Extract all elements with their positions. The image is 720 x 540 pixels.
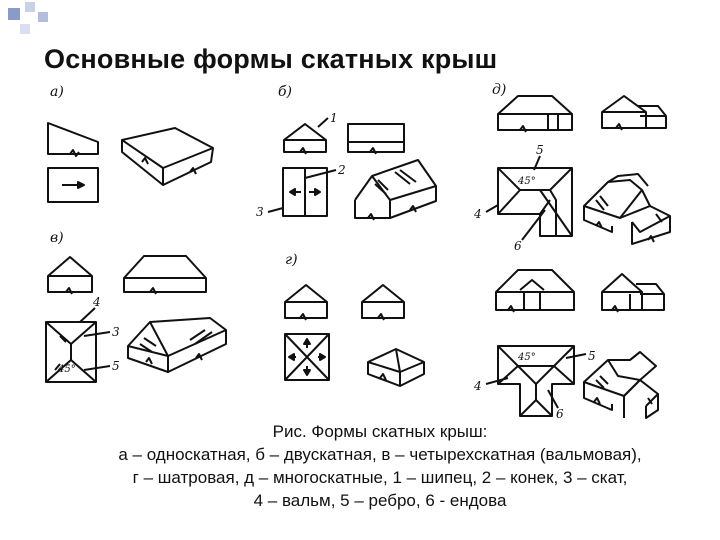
callout-2: 2 [337,163,346,177]
deco-square [8,8,20,20]
group-label-d: д) [492,82,506,98]
roof-forms-diagram: а) б) в) г) д) 1 2 3 [45,82,671,420]
multi-roof-elevation-2 [601,95,667,131]
deco-square [20,24,30,34]
gable-roof-side [347,123,405,155]
group-label-g: г) [285,252,298,268]
callout-4-multi-2: 4 [473,379,482,393]
tent-roof-perspective [367,348,425,387]
tent-roof-elevation-side [361,284,405,321]
deco-square [38,12,48,22]
caption-line: 4 – вальм, 5 – ребро, 6 - ендова [253,491,507,510]
callout-5-multi-2: 5 [588,349,596,363]
callout-3: 3 [256,205,264,219]
hip-roof-side [123,255,207,295]
group-label-b: б) [278,84,292,100]
gable-roof-plan: 2 3 [256,163,346,219]
tent-roof-elevation-front [284,284,328,321]
callout-6-multi-2: 6 [556,407,564,420]
gable-roof-elevation: 1 [283,111,338,155]
angle-label-multi-1: 45° [517,176,536,187]
hip-roof-elevation [47,256,93,295]
shed-roof-perspective [121,127,214,186]
multi-roof-elevation-4 [601,273,665,313]
multi-roof-perspective-2 [583,351,659,419]
callout-3-hip: 3 [112,325,120,339]
figure-caption: Рис. Формы скатных крыш: а – односкатная… [40,420,720,512]
callout-4-multi-1: 4 [473,207,482,221]
shed-roof-plan [47,167,99,203]
callout-6-multi-1: 6 [514,239,522,253]
decorative-squares [8,2,48,34]
group-label-a: а) [50,84,64,100]
multi-roof-perspective-1 [583,173,671,245]
callout-5-hip: 5 [112,359,120,373]
group-label-v: в) [50,230,64,246]
caption-line: г – шатровая, д – многоскатные, 1 – шипе… [132,468,628,487]
slide-title: Основные формы скатных крыш [44,44,498,74]
multi-roof-elevation-3 [495,269,575,313]
multi-roof-plan-1: 45° 5 4 6 [473,143,573,253]
multi-roof-elevation-1 [497,95,573,133]
caption-line: а – односкатная, б – двускатная, в – чет… [118,445,642,464]
tent-roof-plan [284,333,330,381]
angle-label-hip: 45° [57,364,76,375]
gable-roof-perspective [354,159,437,221]
callout-5-multi-1: 5 [536,143,544,157]
multi-roof-plan-2: 45° 5 4 6 [473,345,596,420]
angle-label-multi-2: 45° [517,352,536,363]
callout-4-hip: 4 [92,295,101,309]
callout-1: 1 [330,111,338,125]
deco-square [25,2,35,12]
shed-roof-elevation [47,122,99,157]
hip-roof-plan: 45° 4 3 5 [45,295,120,383]
caption-line: Рис. Формы скатных крыш: [272,422,488,441]
hip-roof-perspective [127,317,227,373]
